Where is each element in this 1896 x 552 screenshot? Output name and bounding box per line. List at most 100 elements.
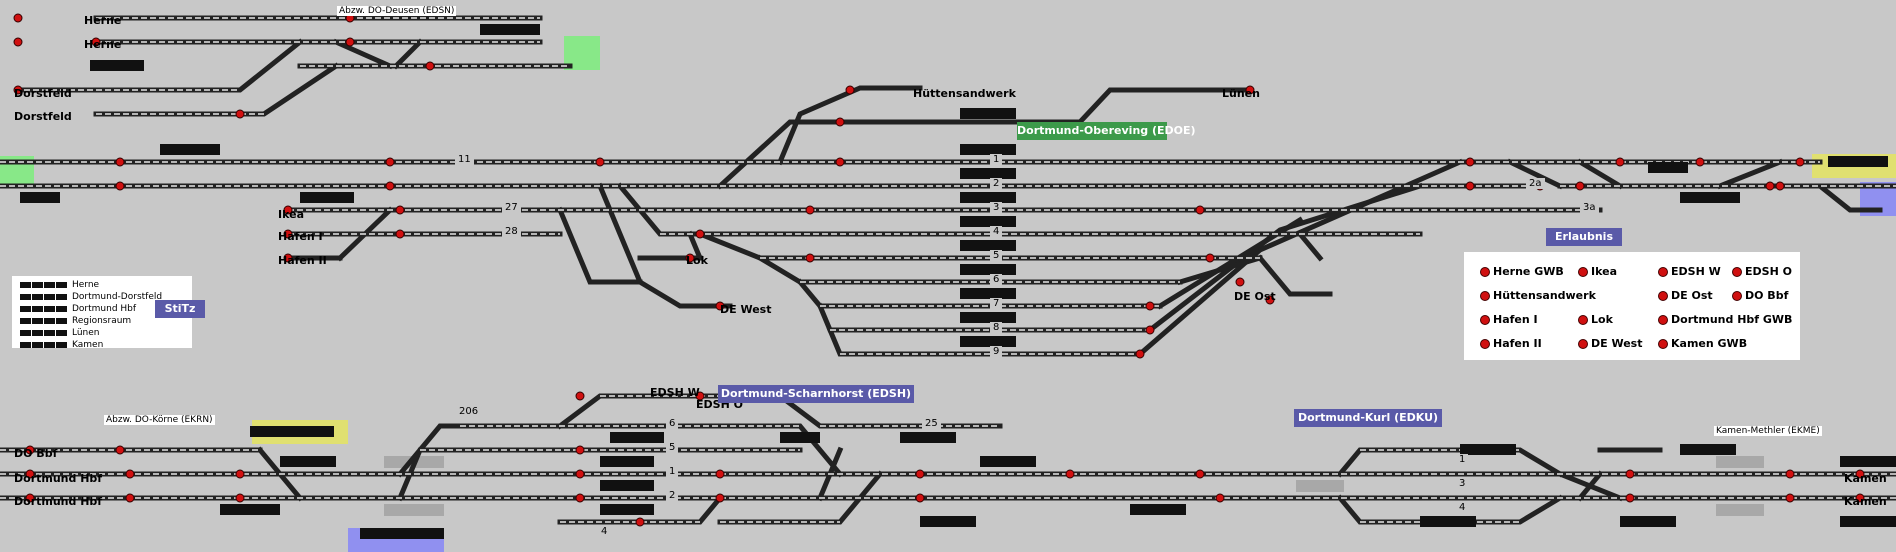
track-number: 206	[456, 406, 482, 417]
signal-icon[interactable]	[1765, 181, 1775, 191]
signal-icon[interactable]	[13, 13, 23, 23]
signal-icon[interactable]	[845, 85, 855, 95]
signal-icon[interactable]	[395, 205, 405, 215]
stitz-legend-row[interactable]: Regionsraum	[20, 316, 131, 326]
signal-icon[interactable]	[575, 391, 585, 401]
stitz-legend-row[interactable]: Herne	[20, 280, 99, 290]
signal-icon[interactable]	[805, 205, 815, 215]
signal-icon[interactable]	[13, 37, 23, 47]
signal-icon[interactable]	[635, 517, 645, 527]
signal-icon[interactable]	[1065, 469, 1075, 479]
stitz-legend-row[interactable]: Dortmund Hbf	[20, 304, 136, 314]
signal-icon[interactable]	[575, 493, 585, 503]
signal-icon[interactable]	[283, 229, 293, 239]
permission-item[interactable]: Kamen GWB	[1658, 337, 1747, 350]
signal-icon[interactable]	[25, 493, 35, 503]
signal-icon[interactable]	[25, 469, 35, 479]
signal-icon[interactable]	[425, 61, 435, 71]
permission-item[interactable]: DE West	[1578, 337, 1642, 350]
signal-icon[interactable]	[1205, 253, 1215, 263]
signal-icon[interactable]	[1135, 349, 1145, 359]
permission-item[interactable]: Lok	[1578, 313, 1613, 326]
stitz-legend-row[interactable]: Dortmund-Dorstfeld	[20, 292, 162, 302]
signal-icon[interactable]	[575, 469, 585, 479]
signal-icon[interactable]	[1465, 181, 1475, 191]
signal-icon[interactable]	[115, 445, 125, 455]
permission-item[interactable]: Dortmund Hbf GWB	[1658, 313, 1792, 326]
track-occupancy-block	[780, 432, 820, 443]
stitz-legend-row[interactable]: Lünen	[20, 328, 100, 338]
track-occupancy-block	[280, 456, 336, 467]
signal-icon[interactable]	[915, 469, 925, 479]
signal-icon[interactable]	[1195, 469, 1205, 479]
signal-icon[interactable]	[13, 85, 23, 95]
signal-icon[interactable]	[235, 109, 245, 119]
permission-item[interactable]: Herne GWB	[1480, 265, 1564, 278]
signal-icon[interactable]	[1625, 493, 1635, 503]
signal-icon[interactable]	[283, 205, 293, 215]
signal-icon[interactable]	[385, 181, 395, 191]
permission-item[interactable]: DE Ost	[1658, 289, 1713, 302]
signal-icon[interactable]	[695, 229, 705, 239]
signal-icon[interactable]	[715, 469, 725, 479]
signal-icon[interactable]	[385, 157, 395, 167]
signal-icon[interactable]	[1795, 157, 1805, 167]
signal-icon[interactable]	[1145, 325, 1155, 335]
signal-icon[interactable]	[805, 253, 815, 263]
station-name-box[interactable]: StiTz	[155, 300, 205, 318]
signal-icon[interactable]	[1785, 469, 1795, 479]
permission-item[interactable]: EDSH W	[1658, 265, 1721, 278]
permission-item[interactable]: Hüttensandwerk	[1480, 289, 1596, 302]
permission-item[interactable]: EDSH O	[1732, 265, 1792, 278]
signal-icon[interactable]	[1265, 295, 1275, 305]
signal-icon[interactable]	[915, 493, 925, 503]
signal-icon[interactable]	[695, 391, 705, 401]
signal-icon[interactable]	[715, 301, 725, 311]
signal-icon[interactable]	[715, 493, 725, 503]
signal-icon[interactable]	[1215, 493, 1225, 503]
signal-icon[interactable]	[1245, 85, 1255, 95]
signal-icon[interactable]	[1235, 277, 1245, 287]
signal-icon[interactable]	[283, 253, 293, 263]
station-name-box[interactable]: Erlaubnis	[1546, 228, 1622, 246]
signal-icon[interactable]	[1695, 157, 1705, 167]
track-occupancy-block	[480, 24, 540, 35]
signal-icon[interactable]	[115, 181, 125, 191]
stitz-legend-row[interactable]: Kamen	[20, 340, 103, 350]
signal-icon[interactable]	[1775, 181, 1785, 191]
station-name-box[interactable]: Dortmund-Obereving (EDOE)	[1017, 122, 1196, 140]
signal-icon[interactable]	[1625, 469, 1635, 479]
signal-icon[interactable]	[235, 469, 245, 479]
signal-icon[interactable]	[125, 493, 135, 503]
permission-item[interactable]: DO Bbf	[1732, 289, 1788, 302]
signal-icon[interactable]	[25, 445, 35, 455]
signal-icon[interactable]	[1855, 469, 1865, 479]
block-indicator	[56, 281, 67, 288]
signal-icon[interactable]	[1855, 493, 1865, 503]
signal-icon[interactable]	[835, 157, 845, 167]
station-name-box[interactable]: Dortmund-Scharnhorst (EDSH)	[718, 385, 914, 403]
signal-icon[interactable]	[1615, 157, 1625, 167]
signal-icon[interactable]	[345, 37, 355, 47]
station-name-box[interactable]: Dortmund-Kurl (EDKU)	[1294, 409, 1442, 427]
permission-item[interactable]: Hafen II	[1480, 337, 1542, 350]
track-number: 3	[1456, 478, 1469, 489]
signal-icon[interactable]	[115, 157, 125, 167]
permission-item[interactable]: Ikea	[1578, 265, 1617, 278]
signal-icon[interactable]	[235, 493, 245, 503]
signal-icon[interactable]	[1465, 157, 1475, 167]
signal-icon[interactable]	[125, 469, 135, 479]
stitz-legend-label: Kamen	[72, 340, 104, 350]
signal-icon[interactable]	[395, 229, 405, 239]
signal-icon[interactable]	[1145, 301, 1155, 311]
signal-icon[interactable]	[1785, 493, 1795, 503]
signal-icon[interactable]	[91, 37, 101, 47]
signal-icon[interactable]	[575, 445, 585, 455]
signal-icon[interactable]	[1575, 181, 1585, 191]
signal-icon[interactable]	[1195, 205, 1205, 215]
signal-icon[interactable]	[595, 157, 605, 167]
signal-icon[interactable]	[835, 117, 845, 127]
junction-label: Abzw. DO-Deusen (EDSN)	[337, 6, 457, 16]
permission-item[interactable]: Hafen I	[1480, 313, 1538, 326]
signal-icon[interactable]	[685, 253, 695, 263]
